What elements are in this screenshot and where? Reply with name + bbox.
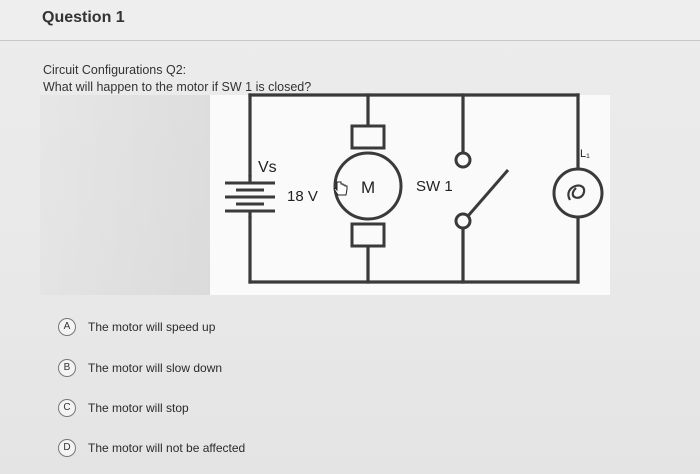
motor-symbol <box>333 124 403 248</box>
switch-symbol <box>454 151 510 230</box>
hand-cursor-icon <box>333 181 348 196</box>
option-d-text: The motor will not be affected <box>88 441 246 455</box>
question-title: Question 1 <box>42 9 125 26</box>
option-a-letter: A <box>58 318 76 336</box>
question-header: Question 1 <box>0 0 700 41</box>
option-a[interactable]: A The motor will speed up <box>58 318 215 336</box>
option-a-text: The motor will speed up <box>88 320 216 334</box>
option-b[interactable]: B The motor will slow down <box>58 359 222 377</box>
circuit-diagram <box>210 95 610 295</box>
option-d-letter: D <box>58 439 76 457</box>
option-c-text: The motor will stop <box>88 401 189 415</box>
option-c-letter: C <box>58 399 76 417</box>
switch-label: SW 1 <box>416 178 453 195</box>
option-d[interactable]: D The motor will not be affected <box>58 439 245 457</box>
motor-label: M <box>361 178 375 197</box>
lamp-label: L₁ <box>580 148 590 160</box>
question-prompt: What will happen to the motor if SW 1 is… <box>43 80 312 94</box>
option-b-text: The motor will slow down <box>88 361 223 375</box>
voltage-label: 18 V <box>287 188 318 205</box>
lamp-symbol <box>552 167 604 219</box>
source-label: Vs <box>258 159 277 176</box>
figure-shadow <box>40 95 210 295</box>
option-b-letter: B <box>58 359 76 377</box>
question-text: Circuit Configurations Q2: What will hap… <box>43 62 311 96</box>
question-subtitle: Circuit Configurations Q2: <box>43 63 187 77</box>
option-c[interactable]: C The motor will stop <box>58 399 189 417</box>
battery-symbol <box>225 175 275 218</box>
